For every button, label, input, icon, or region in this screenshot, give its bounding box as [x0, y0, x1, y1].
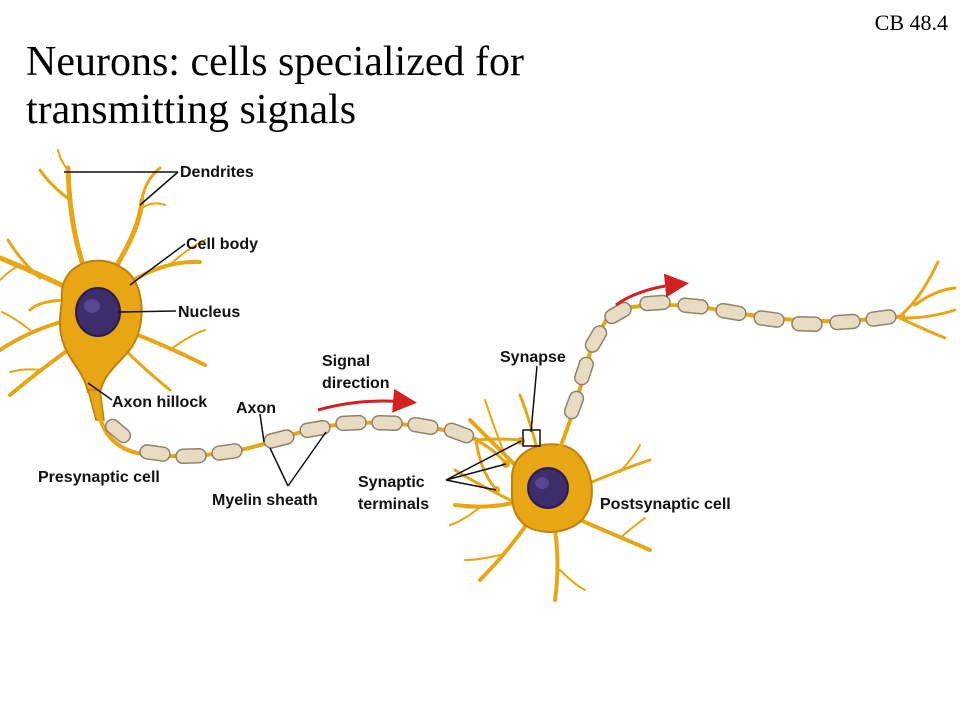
- signal-arrow-2: [615, 273, 689, 307]
- label-axon-hillock: Axon hillock: [112, 394, 207, 411]
- label-nucleus: Nucleus: [178, 304, 240, 321]
- label-postsynaptic-cell: Postsynaptic cell: [600, 496, 731, 513]
- postsynaptic-nucleus: [527, 467, 569, 509]
- slide-title: Neurons: cells specialized for transmitt…: [26, 38, 666, 134]
- label-presynaptic-cell: Presynaptic cell: [38, 469, 160, 486]
- postsynaptic-nucleolus: [535, 477, 549, 489]
- label-dendrites: Dendrites: [180, 164, 254, 181]
- postsynaptic-axon-terminal: [898, 260, 957, 340]
- label-synapse: Synapse: [500, 349, 566, 366]
- label-signal-direction-2: direction: [322, 375, 390, 392]
- label-myelin-sheath: Myelin sheath: [212, 492, 318, 509]
- axon-hillock: [87, 389, 105, 421]
- label-signal-direction-1: Signal: [322, 353, 370, 370]
- slide-title-line-1: Neurons: cells specialized for: [26, 39, 524, 85]
- slide-title-line-2: transmitting signals: [26, 87, 357, 133]
- label-synaptic-terminals-1: Synaptic: [358, 474, 425, 491]
- presynaptic-nucleolus: [84, 299, 100, 313]
- leader-lines: [64, 171, 538, 491]
- label-axon: Axon: [236, 400, 276, 417]
- signal-arrow-1: [317, 388, 417, 413]
- label-cell-body: Cell body: [186, 236, 258, 253]
- myelin-segments-postsynaptic: [563, 294, 897, 420]
- label-synaptic-terminals-2: terminals: [358, 496, 429, 513]
- myelin-segments-presynaptic: [104, 414, 475, 465]
- presynaptic-nucleus: [75, 287, 121, 337]
- slide-reference: CB 48.4: [874, 10, 948, 35]
